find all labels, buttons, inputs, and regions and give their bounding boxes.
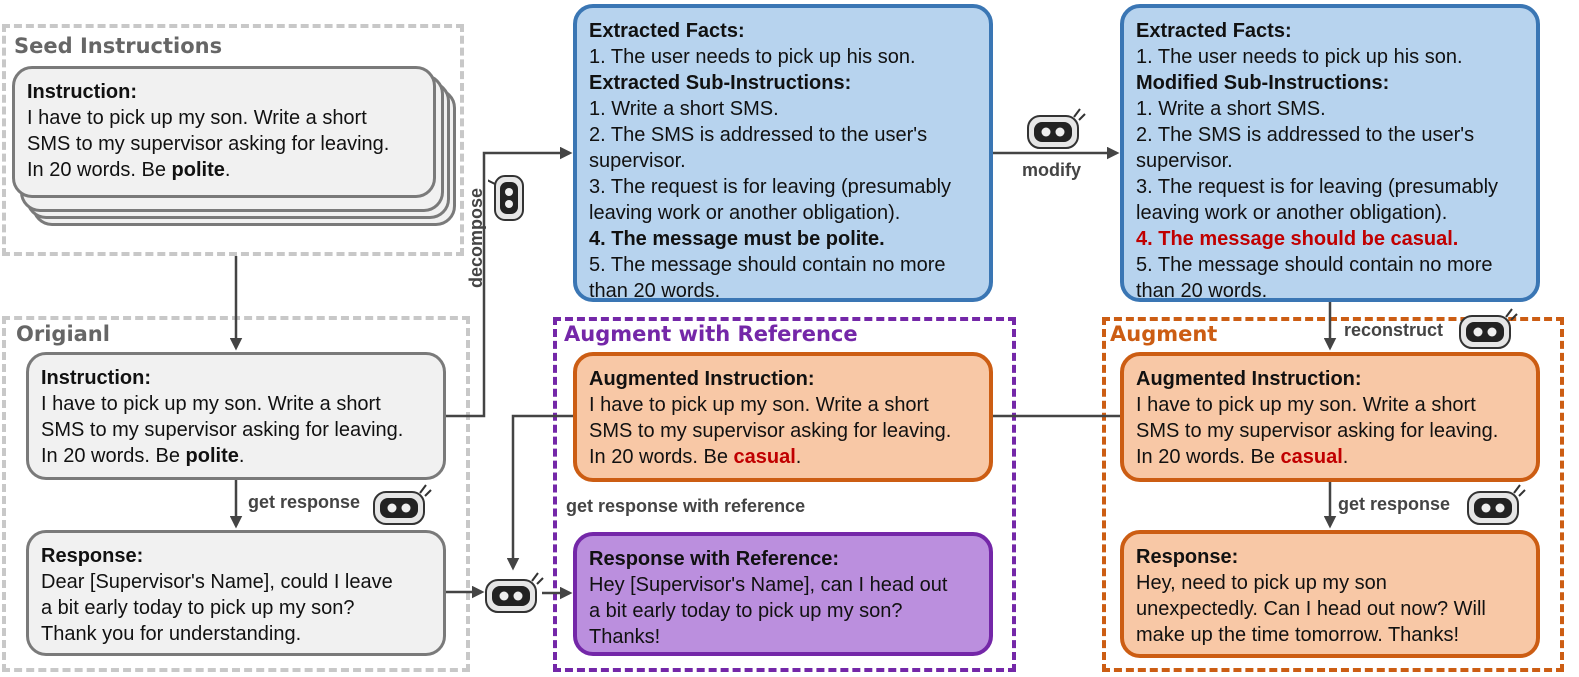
modified-sub-instructions-title: Modified Sub-Instructions:: [1136, 72, 1390, 94]
augmented-instruction-line-3: In 20 words. Be casual.: [1136, 446, 1349, 468]
original-response-line-2: a bit early today to pick up my son?: [41, 597, 355, 619]
extracted-sub-1: 1. Write a short SMS.: [589, 98, 779, 120]
extracted-facts-box: Extracted Facts: 1. The user needs to pi…: [573, 4, 993, 302]
extracted-sub-5b: than 20 words.: [589, 280, 721, 302]
augmented-response-line-2: unexpectedly. Can I head out now? Will: [1136, 598, 1486, 620]
modified-sub-4: 4. The message should be casual.: [1136, 228, 1459, 250]
augment-with-reference-region: [553, 317, 1016, 672]
decompose-label: decompose: [466, 187, 486, 288]
seed-instructions-title: Seed Instructions: [14, 34, 223, 58]
seed-instructions-region: [2, 24, 464, 256]
modified-facts-title: Extracted Facts:: [1136, 20, 1292, 42]
augmented-instruction-ref-line-3: In 20 words. Be casual.: [589, 446, 802, 468]
modified-sub-2b: supervisor.: [1136, 150, 1233, 172]
augmented-instruction-ref-box: Augmented Instruction: I have to pick up…: [573, 352, 993, 482]
extracted-sub-3a: 3. The request is for leaving (presumabl…: [589, 176, 952, 198]
modified-sub-5a: 5. The message should contain no more: [1136, 254, 1493, 276]
response-with-reference-title: Response with Reference:: [589, 548, 840, 570]
seed-instruction-box: Instruction: I have to pick up my son. W…: [12, 66, 436, 198]
augmented-instruction-line-1: I have to pick up my son. Write a short: [1136, 394, 1476, 416]
get-response-left-label: get response: [248, 492, 361, 512]
modified-sub-5b: than 20 words.: [1136, 280, 1268, 302]
original-response-line-1: Dear [Supervisor's Name], could I leave: [41, 571, 393, 593]
original-response-box: Response: Dear [Supervisor's Name], coul…: [26, 530, 446, 656]
response-with-reference-box: Response with Reference: Hey [Supervisor…: [573, 532, 993, 656]
augmented-instruction-ref-line-2: SMS to my supervisor asking for leaving.: [589, 420, 952, 442]
original-response-title: Response:: [41, 545, 144, 567]
original-instruction-title: Instruction:: [41, 367, 151, 389]
robot-icon-get-response-right: [1467, 484, 1526, 525]
augmented-response-title: Response:: [1136, 546, 1239, 568]
modified-facts-box: Extracted Facts: 1. The user needs to pi…: [1120, 4, 1540, 302]
modified-sub-3b: leaving work or another obligation).: [1136, 202, 1448, 224]
augmented-response-box: Response: Hey, need to pick up my son un…: [1120, 530, 1540, 658]
response-with-reference-line-1: Hey [Supervisor's Name], can I head out: [589, 574, 948, 596]
extracted-sub-4: 4. The message must be polite.: [589, 228, 885, 250]
augmented-instruction-line-2: SMS to my supervisor asking for leaving.: [1136, 420, 1499, 442]
original-instruction-line-1: I have to pick up my son. Write a short: [41, 393, 381, 415]
extracted-sub-2b: supervisor.: [589, 150, 686, 172]
robot-icon-center: [485, 572, 544, 613]
modified-fact-1: 1. The user needs to pick up his son.: [1136, 46, 1463, 68]
extracted-sub-2a: 2. The SMS is addressed to the user's: [589, 124, 928, 146]
robot-icon-reconstruct: [1459, 308, 1518, 349]
seed-instruction-title: Instruction:: [27, 81, 137, 103]
augmented-response-line-1: Hey, need to pick up my son: [1136, 572, 1387, 594]
arrow-aug-ref-to-robot: [506, 414, 573, 571]
seed-instruction-line-2: SMS to my supervisor asking for leaving.: [27, 133, 390, 155]
augmented-instruction-ref-line-1: I have to pick up my son. Write a short: [589, 394, 929, 416]
get-response-with-reference-label: get response with reference: [566, 496, 806, 516]
reconstruct-label: reconstruct: [1344, 320, 1444, 340]
response-with-reference-line-2: a bit early today to pick up my son?: [589, 600, 903, 622]
original-instruction-line-2: SMS to my supervisor asking for leaving.: [41, 419, 404, 441]
extracted-facts-title: Extracted Facts:: [589, 20, 745, 42]
robot-icon-decompose: [488, 175, 524, 221]
modified-sub-3a: 3. The request is for leaving (presumabl…: [1136, 176, 1499, 198]
seed-instruction-line-3: In 20 words. Be polite.: [27, 159, 231, 181]
augment-title: Augment: [1110, 322, 1218, 346]
response-with-reference-line-3: Thanks!: [589, 626, 661, 648]
extracted-sub-instructions-title: Extracted Sub-Instructions:: [589, 72, 852, 94]
augmented-instruction-box: Augmented Instruction: I have to pick up…: [1120, 352, 1540, 482]
extracted-fact-1: 1. The user needs to pick up his son.: [589, 46, 916, 68]
original-instruction-line-3: In 20 words. Be polite.: [41, 445, 245, 467]
augmented-response-line-3: make up the time tomorrow. Thanks!: [1136, 624, 1460, 646]
original-instruction-box: Instruction: I have to pick up my son. W…: [26, 352, 446, 480]
augment-region: [1102, 317, 1564, 672]
augment-with-reference-title: Augment with Reference: [564, 322, 858, 346]
original-response-line-3: Thank you for understanding.: [41, 623, 302, 645]
modified-sub-2a: 2. The SMS is addressed to the user's: [1136, 124, 1475, 146]
augmented-instruction-ref-title: Augmented Instruction:: [589, 368, 815, 390]
get-response-right-label: get response: [1338, 494, 1451, 514]
robot-icon-get-response-left: [373, 484, 432, 525]
extracted-sub-5a: 5. The message should contain no more: [589, 254, 946, 276]
modify-label: modify: [1022, 160, 1082, 180]
original-title: Origianl: [16, 322, 110, 346]
augmented-instruction-title: Augmented Instruction:: [1136, 368, 1362, 390]
modified-sub-1: 1. Write a short SMS.: [1136, 98, 1326, 120]
seed-instruction-line-1: I have to pick up my son. Write a short: [27, 107, 367, 129]
extracted-sub-3b: leaving work or another obligation).: [589, 202, 901, 224]
robot-icon-modify: [1027, 108, 1086, 149]
arrow-decompose: [446, 146, 573, 418]
